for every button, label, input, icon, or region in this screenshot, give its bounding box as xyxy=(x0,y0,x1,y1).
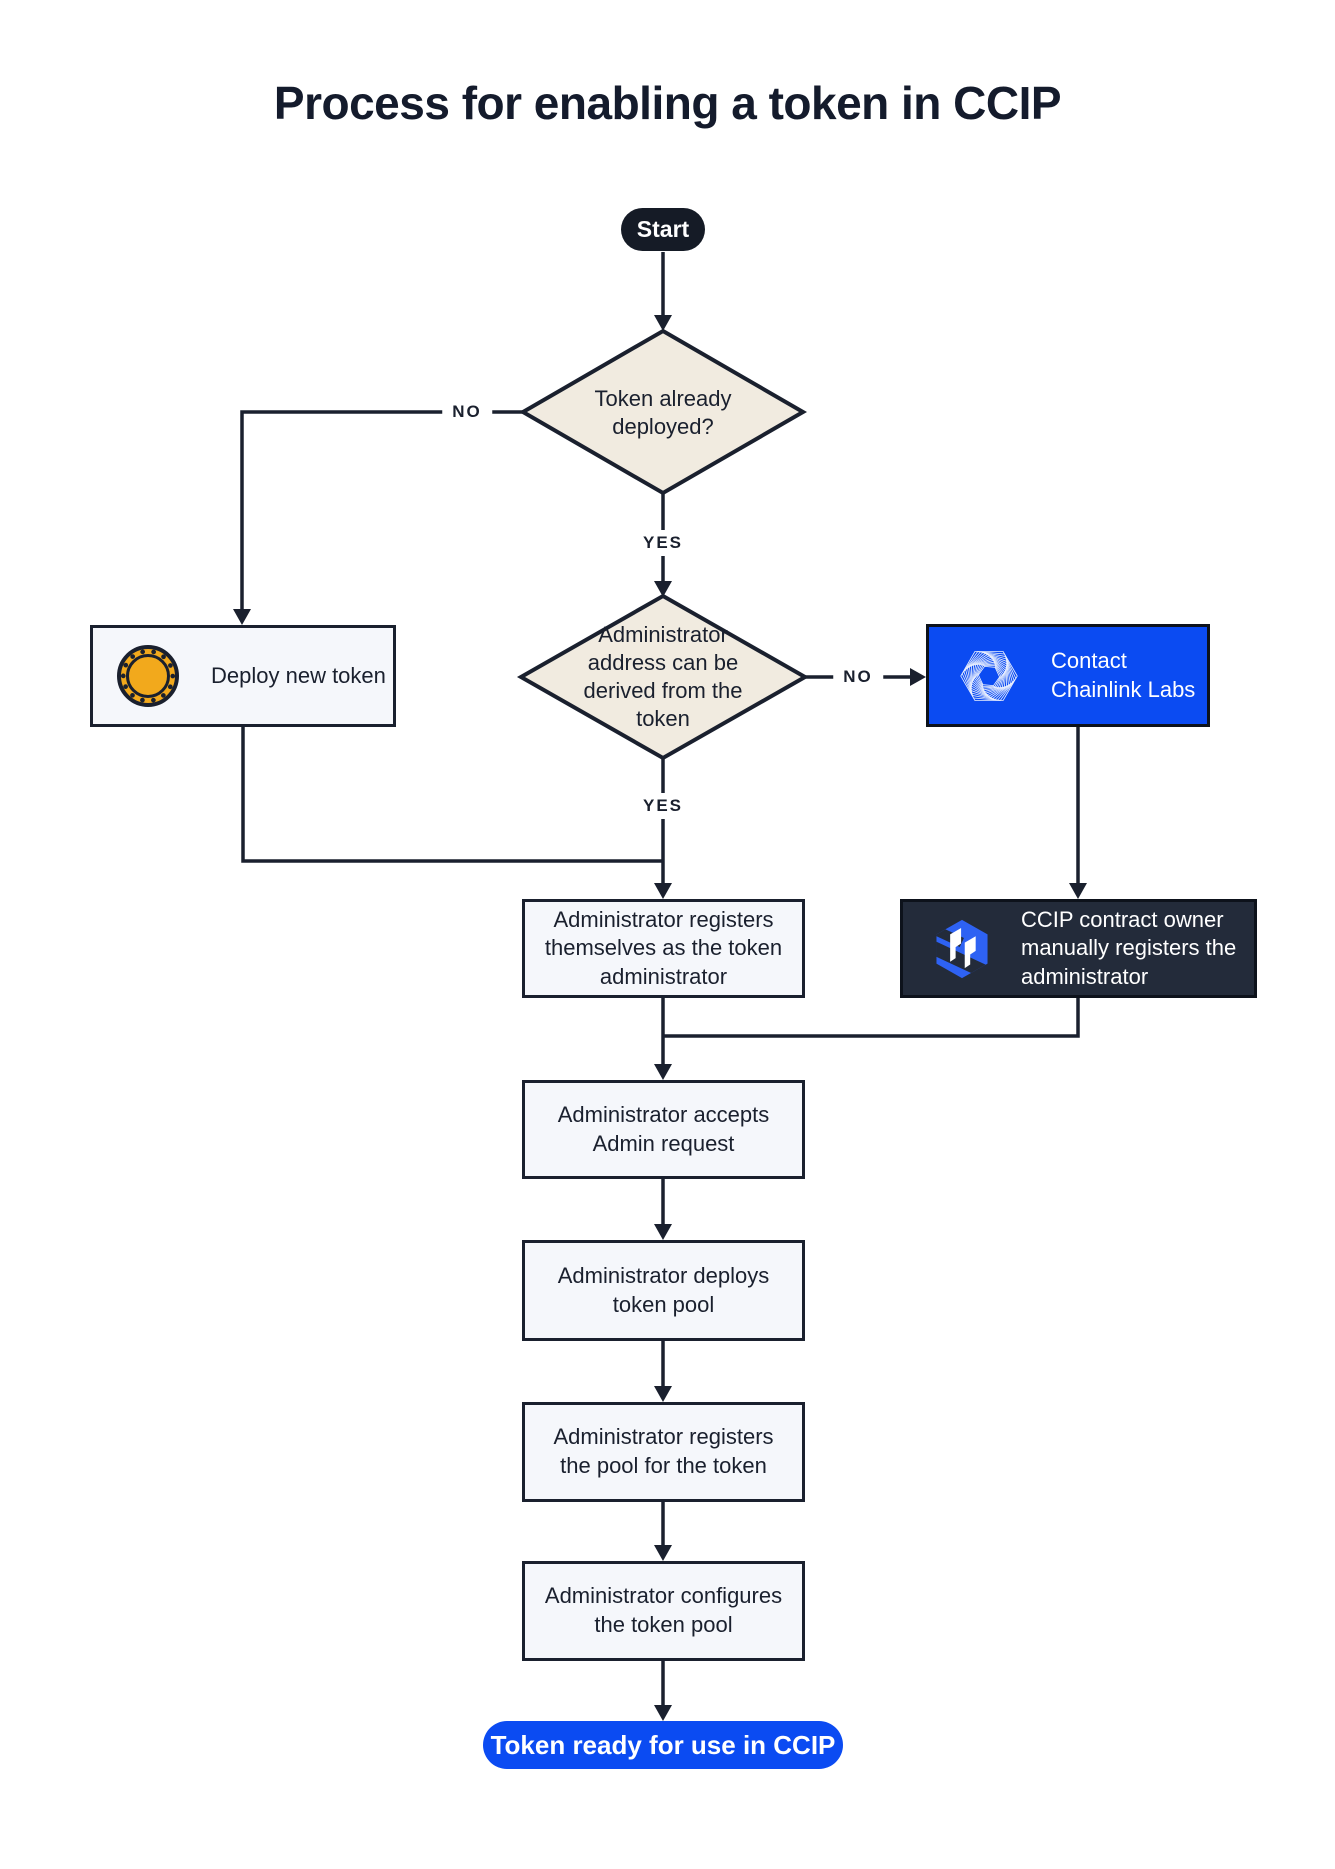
end-node: Token ready for use in CCIP xyxy=(483,1721,843,1769)
decision-token-deployed: Token already deployed? xyxy=(594,386,732,439)
process-ccip-owner-registers: CCIP contract owner manually registers t… xyxy=(900,899,1257,998)
chainlink-hexagon-icon xyxy=(957,644,1021,708)
edge-label-no-left: NO xyxy=(442,399,492,425)
process-admin-configures-pool: Administrator configures the token pool xyxy=(522,1561,805,1661)
ccip-cube-icon xyxy=(931,918,993,980)
process-contact-chainlink-labs: Contact Chainlink Labs xyxy=(926,624,1210,727)
arrowhead-down-icon xyxy=(654,315,672,331)
decision-admin-address-shape xyxy=(516,593,810,761)
edge-label-no-right: NO xyxy=(833,664,883,690)
arrowhead-down-icon xyxy=(654,1224,672,1240)
process-label: Deploy new token xyxy=(211,662,386,688)
process-label: Administrator accepts Admin request xyxy=(557,1101,770,1156)
arrowhead-down-icon xyxy=(654,1386,672,1402)
end-label: Token ready for use in CCIP xyxy=(490,1729,836,1760)
start-label: Start xyxy=(636,216,690,242)
process-label: Contact Chainlink Labs xyxy=(1051,647,1196,702)
edge-label-yes-first: YES xyxy=(632,530,694,556)
edge-ccip-owner-merge xyxy=(663,998,1080,1038)
edge-deploy-merge xyxy=(241,727,663,863)
process-admin-deploys-pool: Administrator deploys token pool xyxy=(522,1240,805,1341)
start-node: Start xyxy=(621,208,705,251)
arrowhead-down-icon xyxy=(654,883,672,899)
process-label: Administrator deploys token pool xyxy=(557,1262,770,1317)
process-label: Administrator registers the pool for the… xyxy=(553,1424,774,1478)
edge-label-yes-second: YES xyxy=(632,793,694,819)
arrowhead-down-icon xyxy=(654,1705,672,1721)
arrowhead-right-icon xyxy=(910,668,926,686)
process-admin-registers-self: Administrator registers themselves as th… xyxy=(522,899,805,998)
process-label: Administrator configures the token pool xyxy=(544,1583,783,1637)
process-label: Administrator registers themselves as th… xyxy=(544,906,783,989)
process-admin-accepts: Administrator accepts Admin request xyxy=(522,1080,805,1179)
decision-token-deployed-shape xyxy=(519,328,807,496)
edge-decision1-no xyxy=(240,410,523,610)
coin-icon xyxy=(115,643,181,709)
arrowhead-down-icon xyxy=(654,1545,672,1561)
arrowhead-down-icon xyxy=(233,609,251,625)
arrowhead-down-icon xyxy=(1069,883,1087,899)
arrowhead-down-icon xyxy=(654,581,672,597)
arrowheads xyxy=(233,315,1087,1721)
process-admin-registers-pool: Administrator registers the pool for the… xyxy=(522,1402,805,1502)
page-title: Process for enabling a token in CCIP xyxy=(273,77,1062,129)
flow-lines xyxy=(240,252,1080,1706)
decision-diamonds xyxy=(516,328,810,761)
decision-admin-address: Administrator address can be derived fro… xyxy=(583,622,743,731)
process-label: CCIP contract owner manually registers t… xyxy=(1021,906,1237,989)
process-deploy-new-token: Deploy new token xyxy=(90,625,396,727)
arrowhead-down-icon xyxy=(654,1064,672,1080)
